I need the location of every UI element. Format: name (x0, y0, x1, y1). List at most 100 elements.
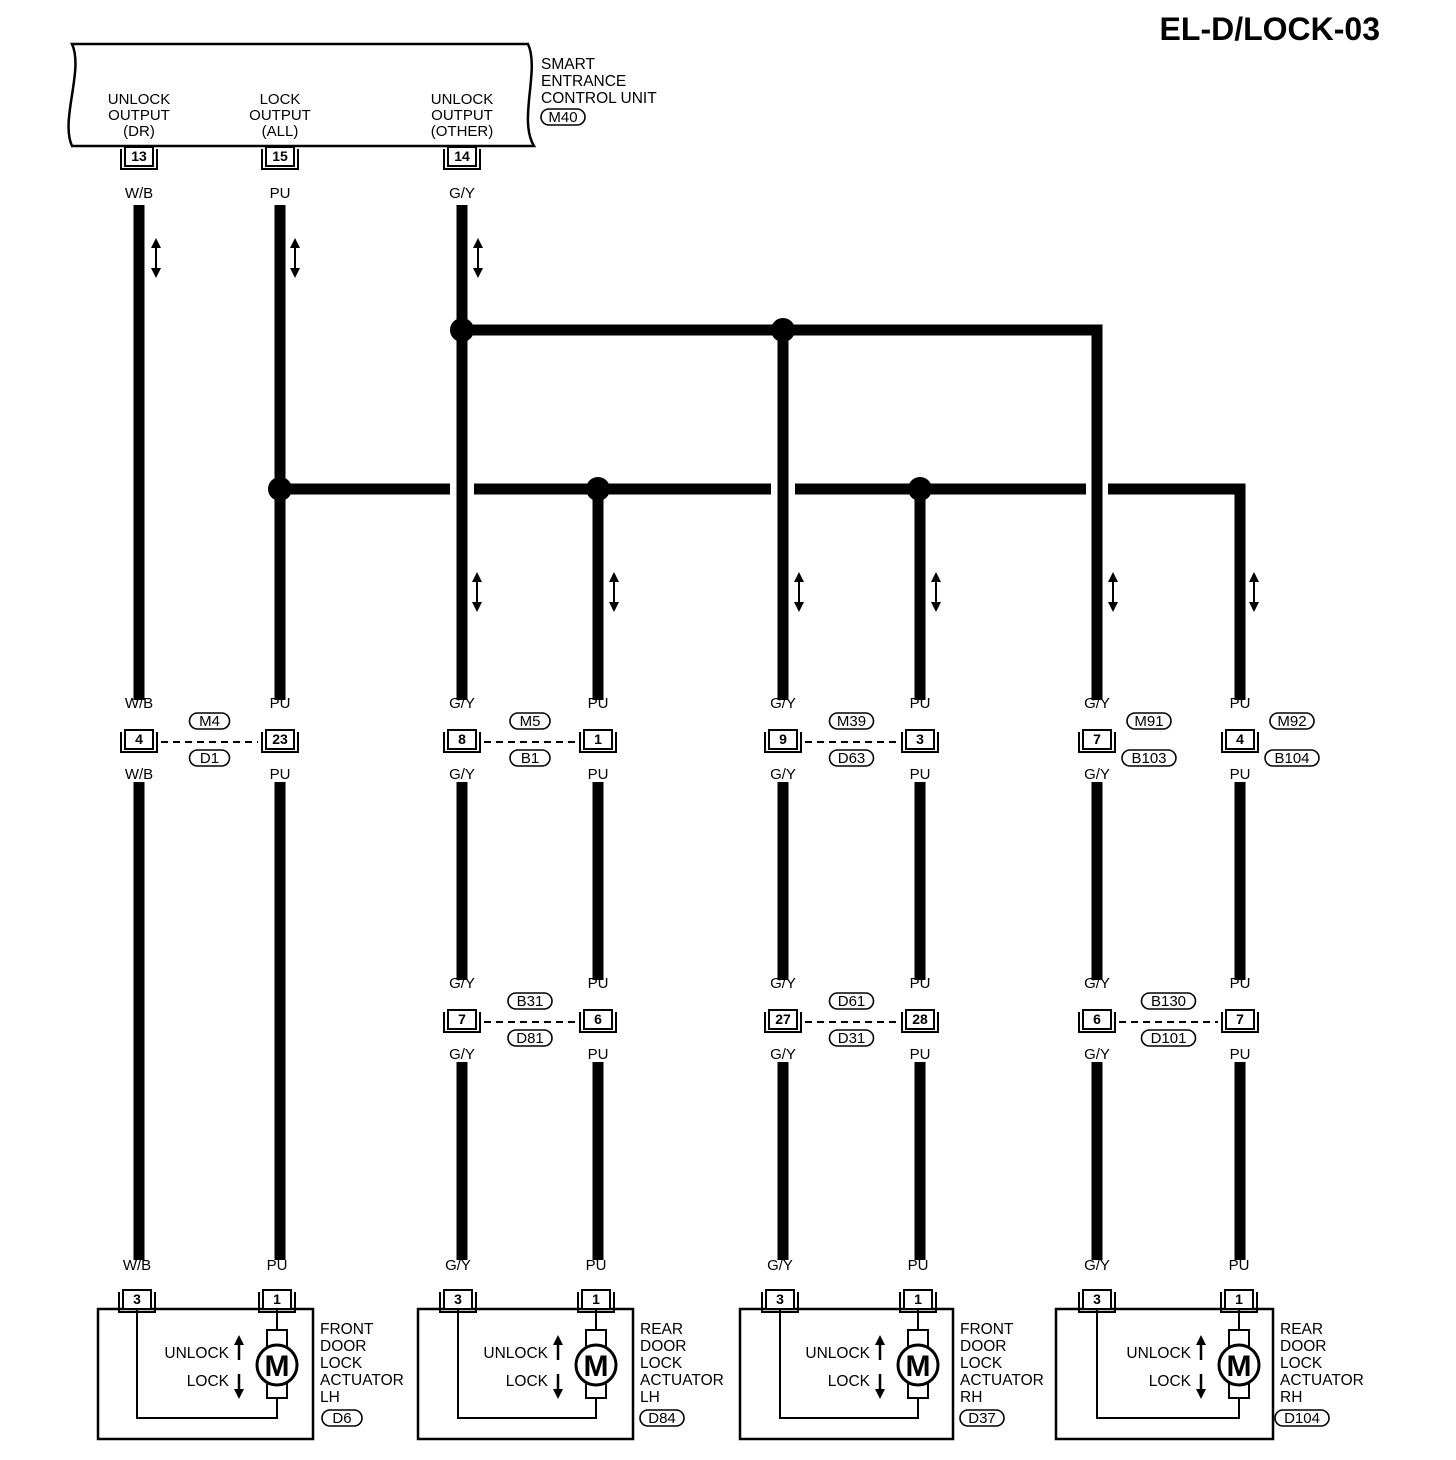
wire-color-label: PU (1230, 975, 1251, 992)
svg-text:OUTPUT: OUTPUT (108, 107, 170, 124)
pin-number: 3 (776, 1291, 784, 1307)
connector-tag-b130: B130 (1140, 992, 1197, 1010)
motor-icon (1217, 1343, 1261, 1387)
wire-color-label: G/Y (1084, 766, 1110, 783)
splice-dot (908, 477, 932, 501)
actuator-name-line: LH (320, 1389, 340, 1406)
motor-symbol: M (906, 1350, 931, 1383)
svg-text:UNLOCK: UNLOCK (108, 91, 171, 108)
actuator-name-line: ACTUATOR (960, 1372, 1044, 1389)
wire-color-label: PU (910, 975, 931, 992)
pin-number: 7 (1236, 1011, 1244, 1027)
connector-tag-d81: D81 (507, 1029, 553, 1047)
wire-color-label: G/Y (770, 1046, 796, 1063)
pin-number: 1 (273, 1291, 281, 1307)
wire-color-label: PU (588, 695, 609, 712)
control-unit-terminal-14: 14 (443, 146, 481, 170)
terminal-label-unlock-other: UNLOCK OUTPUT (OTHER) (431, 91, 494, 140)
pin-number: 13 (131, 148, 147, 164)
wire-pu-bus-4 (1108, 483, 1246, 700)
joint-pin-D61-28: 28 (901, 1009, 939, 1033)
signal-direction-arrow (1249, 572, 1259, 612)
actuator-name-line: REAR (640, 1321, 683, 1338)
pin-number: 15 (272, 148, 288, 164)
wire-color-label: G/Y (1084, 975, 1110, 992)
actuator-name-line: LOCK (320, 1355, 363, 1372)
connector-code: D81 (516, 1030, 544, 1047)
wire-color-label: G/Y (770, 975, 796, 992)
joint-pin-M5-1: 1 (579, 729, 617, 753)
joint-pin-B31-7: 7 (443, 1009, 481, 1033)
wire-color-label: W/B (125, 766, 153, 783)
pin-number: 8 (458, 731, 466, 747)
connector-tag-b104: B104 (1264, 749, 1320, 767)
control-unit-box (67, 42, 537, 148)
wire-color-label: PU (586, 1257, 607, 1274)
wire-color-label: PU (267, 1257, 288, 1274)
wire-color-label: G/Y (449, 695, 475, 712)
motor-icon (574, 1343, 618, 1387)
actuator-name-line: DOOR (960, 1338, 1007, 1355)
wire-color-label: PU (910, 695, 931, 712)
connector-tag-d6: D6 (321, 1409, 363, 1427)
pin-number: 3 (454, 1291, 462, 1307)
actuator-name-line: DOOR (640, 1338, 687, 1355)
motor-symbol: M (265, 1350, 290, 1383)
internal-wire (457, 1309, 597, 1419)
wire-color-label: G/Y (1084, 1046, 1110, 1063)
motor-symbol: M (1227, 1350, 1252, 1383)
control-unit-terminal-13: 13 (120, 146, 158, 170)
actuator-d104: M (1054, 1307, 1275, 1441)
wire-color-label: W/B (125, 185, 153, 202)
internal-wire (779, 1309, 919, 1419)
lock-label: LOCK (1149, 1373, 1192, 1390)
pin-number: 1 (1235, 1291, 1243, 1307)
wire-color-label: PU (270, 185, 291, 202)
internal-wire (136, 1309, 278, 1419)
wire-color-label: PU (1230, 695, 1251, 712)
connector-code: M39 (837, 713, 866, 730)
splice-points (268, 318, 932, 501)
splice-dot (450, 318, 474, 342)
connector-code: D6 (332, 1410, 351, 1427)
pin-number: 14 (454, 148, 470, 164)
wire-color-label: PU (1230, 1046, 1251, 1063)
connector-code: M5 (520, 713, 541, 730)
svg-text:OUTPUT: OUTPUT (249, 107, 311, 124)
signal-direction-arrow (290, 238, 300, 278)
control-unit-name-line-1: SMART (541, 56, 596, 73)
joint-pin-M91-7: 7 (1078, 729, 1116, 753)
generated-symbols: 13W/B15PU14G/YW/BW/B4PUPU23M4D1G/YG/Y8PU… (96, 146, 1364, 1441)
wire-color-label: PU (270, 766, 291, 783)
connector-tag-b31: B31 (507, 992, 553, 1010)
connector-tag-m39: M39 (828, 712, 875, 730)
motor-symbol: M (584, 1350, 609, 1383)
actuator-pin-1: 1 (899, 1289, 937, 1313)
signal-direction-arrow (151, 238, 161, 278)
joint-pin-B130-6: 6 (1078, 1009, 1116, 1033)
svg-text:UNLOCK: UNLOCK (431, 91, 494, 108)
connector-code: D104 (1284, 1410, 1320, 1427)
terminal-label-unlock-dr: UNLOCK OUTPUT (DR) (108, 91, 171, 140)
connector-tag-d101: D101 (1140, 1029, 1197, 1047)
connector-tag-d104: D104 (1274, 1409, 1330, 1427)
wire-color-label: W/B (123, 1257, 151, 1274)
joint-pin-M5-8: 8 (443, 729, 481, 753)
page-title: EL-D/LOCK-03 (1160, 11, 1380, 47)
connector-tag-m5: M5 (509, 712, 551, 730)
actuator-name-line: DOOR (320, 1338, 367, 1355)
joint-pin-B31-6: 6 (579, 1009, 617, 1033)
pin-number: 4 (135, 731, 143, 747)
actuator-name-line: RH (1280, 1389, 1302, 1406)
connector-code: D63 (838, 750, 866, 767)
wire-color-label: G/Y (449, 185, 475, 202)
actuator-d6: M (96, 1307, 315, 1441)
joint-pin-B130-7: 7 (1221, 1009, 1259, 1033)
connector-code: B31 (517, 993, 544, 1010)
unlock-label: UNLOCK (805, 1345, 870, 1362)
splice-dot (586, 477, 610, 501)
connector-tag-d31: D31 (828, 1029, 875, 1047)
wires (133, 205, 1246, 1260)
svg-text:OUTPUT: OUTPUT (431, 107, 493, 124)
